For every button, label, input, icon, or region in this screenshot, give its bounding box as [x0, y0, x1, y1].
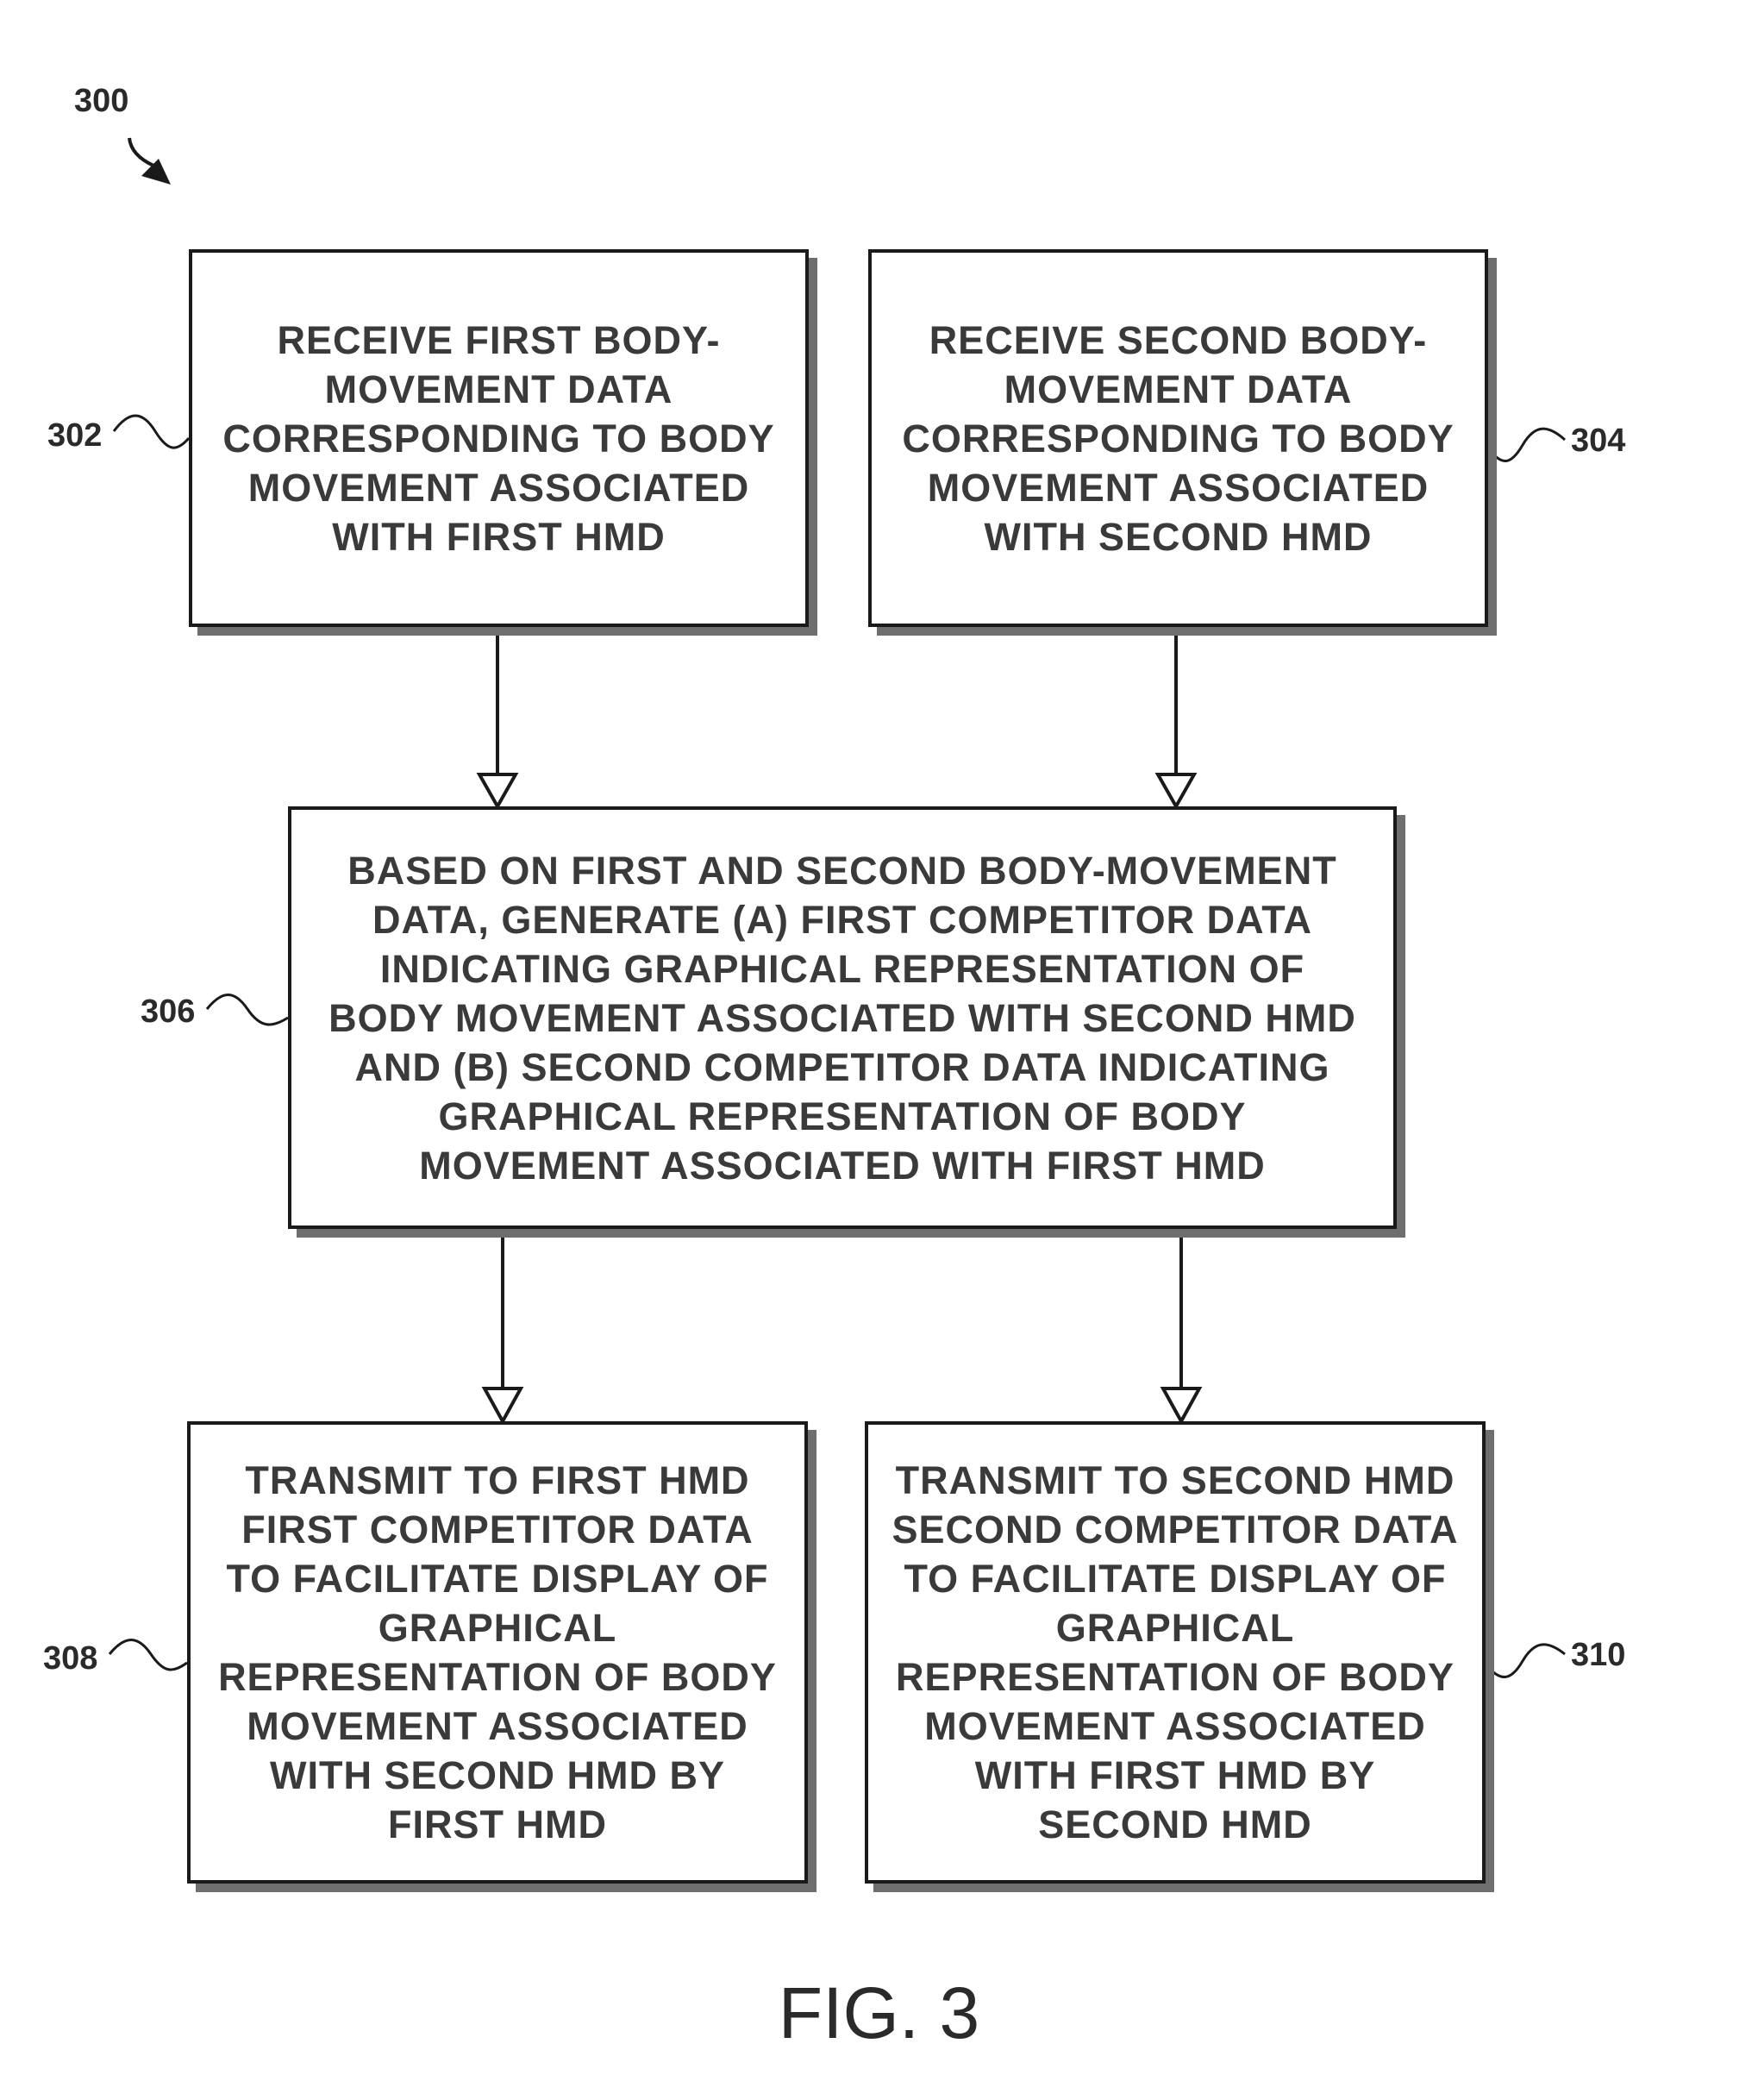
arrow-306-to-310	[1163, 1229, 1199, 1421]
step-box-310: TRANSMIT TO SECOND HMD SECOND COMPETITOR…	[865, 1421, 1486, 1884]
leader-310	[1486, 1645, 1565, 1677]
step-text-304: RECEIVE SECOND BODY- MOVEMENT DATA CORRE…	[902, 316, 1454, 561]
step-reference-308: 308	[43, 1640, 97, 1677]
step-box-302: RECEIVE FIRST BODY- MOVEMENT DATA CORRES…	[189, 249, 809, 627]
leader-306	[207, 995, 288, 1025]
step-text-308: TRANSMIT TO FIRST HMD FIRST COMPETITOR D…	[218, 1456, 777, 1849]
step-box-304: RECEIVE SECOND BODY- MOVEMENT DATA CORRE…	[868, 249, 1488, 627]
leader-304	[1488, 429, 1565, 461]
leader-302	[114, 416, 189, 448]
arrow-304-to-306	[1158, 627, 1194, 806]
leader-308	[109, 1640, 187, 1671]
figure-pointer-arrow	[129, 138, 171, 185]
figure-reference-number: 300	[74, 83, 128, 120]
step-box-306: BASED ON FIRST AND SECOND BODY-MOVEMENT …	[288, 806, 1397, 1229]
step-text-310: TRANSMIT TO SECOND HMD SECOND COMPETITOR…	[892, 1456, 1458, 1849]
step-reference-302: 302	[47, 417, 102, 454]
step-text-306: BASED ON FIRST AND SECOND BODY-MOVEMENT …	[328, 846, 1356, 1190]
step-box-308: TRANSMIT TO FIRST HMD FIRST COMPETITOR D…	[187, 1421, 808, 1884]
step-text-302: RECEIVE FIRST BODY- MOVEMENT DATA CORRES…	[222, 316, 774, 561]
arrow-302-to-306	[479, 627, 516, 806]
figure-caption: FIG. 3	[0, 1971, 1758, 2055]
arrow-306-to-308	[485, 1229, 521, 1421]
step-reference-310: 310	[1571, 1637, 1625, 1674]
step-reference-306: 306	[141, 994, 195, 1031]
step-reference-304: 304	[1571, 423, 1625, 460]
